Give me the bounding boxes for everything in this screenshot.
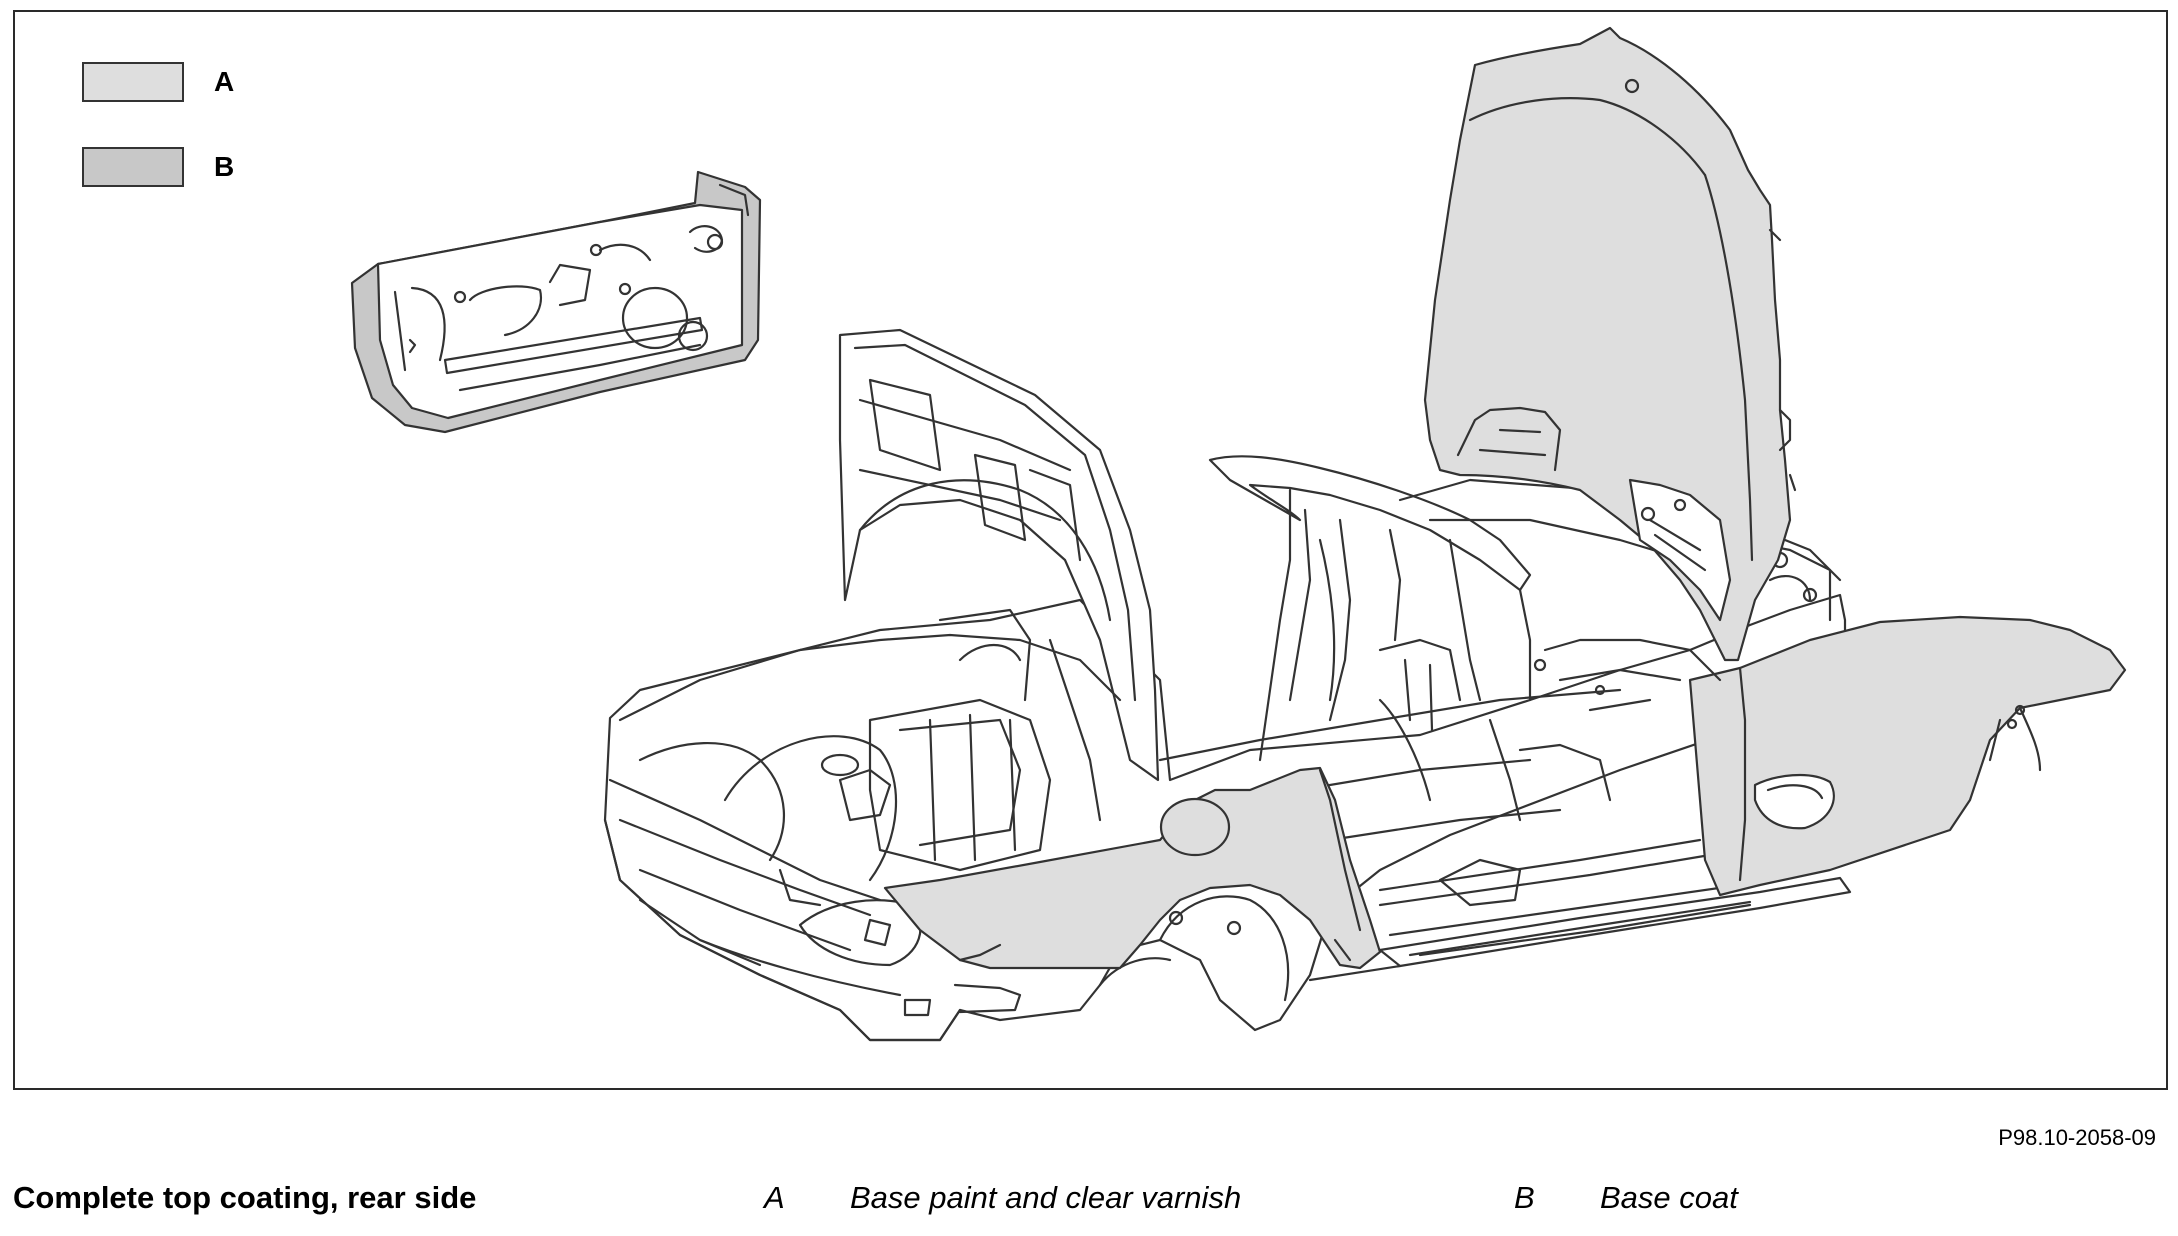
legend-swatch-a: [82, 62, 184, 102]
left-fender: [883, 766, 1382, 970]
right-fender: [1688, 615, 2127, 897]
rear-deck: [1378, 638, 1722, 802]
legend: A B: [82, 60, 234, 230]
caption-key-letter-b: B: [1514, 1180, 1535, 1215]
caption-key-letter-a: A: [764, 1180, 785, 1215]
caption-title: Complete top coating, rear side: [13, 1180, 477, 1215]
caption-key-text-b: Base coat: [1600, 1180, 1738, 1215]
caption: Complete top coating, rear side A Base p…: [0, 1180, 2178, 1220]
figure-id: P98.10-2058-09: [1998, 1125, 2156, 1150]
door-panel: [350, 170, 762, 434]
legend-label-b: B: [214, 151, 235, 182]
legend-item-b: B: [82, 145, 234, 189]
legend-swatch-b: [82, 147, 184, 187]
hood-panel: [1423, 26, 1797, 662]
caption-key-text-a: Base paint and clear varnish: [850, 1180, 1242, 1215]
legend-label-a: A: [214, 66, 235, 97]
legend-item-a: A: [82, 60, 234, 104]
